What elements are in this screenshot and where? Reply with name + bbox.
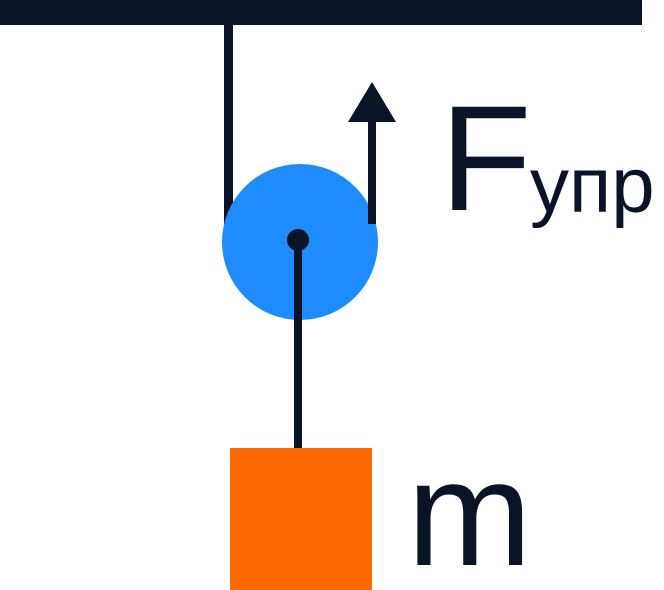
arrow-up-icon bbox=[348, 82, 396, 122]
ceiling-bar bbox=[0, 0, 642, 25]
pulley-axle bbox=[287, 229, 309, 251]
mass-label: m bbox=[407, 429, 532, 590]
force-arrow-shaft bbox=[368, 118, 376, 224]
force-label-subscript: упр bbox=[530, 141, 655, 229]
mass-block bbox=[230, 448, 372, 590]
force-label-main: F bbox=[440, 74, 532, 242]
rope-left bbox=[224, 25, 233, 225]
rope-hanger bbox=[294, 242, 302, 450]
